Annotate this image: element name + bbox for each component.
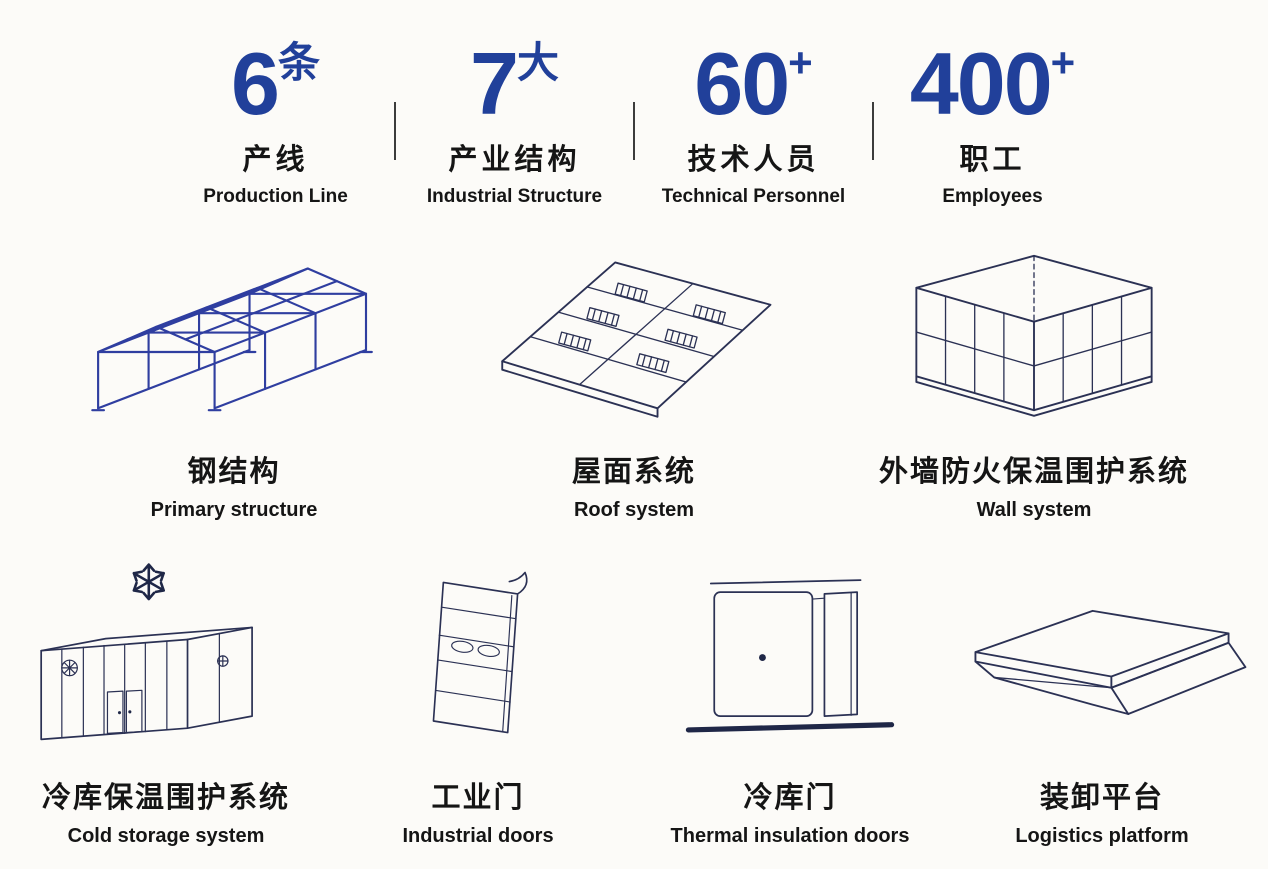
stat-label-en: Industrial Structure (426, 186, 603, 207)
product-label-en: Thermal insulation doors (670, 825, 910, 847)
stat-industrial-structure: 7大 产业结构 Industrial Structure (402, 40, 627, 208)
product-label-en: Primary structure (150, 499, 318, 521)
stat-number: 60+ (641, 40, 866, 128)
stat-label-cn: 技术人员 (687, 144, 820, 176)
stat-label-cn: 职工 (959, 144, 1026, 176)
divider (394, 102, 396, 160)
product-industrial-door: 工业门 Industrial doors (322, 556, 634, 848)
stat-number: 7大 (402, 40, 627, 128)
stat-label-en: Employees (942, 186, 1043, 207)
product-grid-row-1: 钢结构 Primary structure (0, 236, 1268, 522)
product-label-cn: 冷库保温围护系统 (41, 782, 290, 814)
stat-label-en: Production Line (203, 186, 348, 207)
stat-employees: 400+ 职工 Employees (880, 40, 1105, 208)
product-label-en: Logistics platform (1015, 825, 1189, 847)
stat-number-value: 400 (909, 34, 1053, 133)
product-grid-row-2: 冷库保温围护系统 Cold storage system (0, 556, 1268, 848)
product-steel-structure: 钢结构 Primary structure (34, 236, 434, 522)
product-insulation-door: 冷库门 Thermal insulation doors (634, 556, 946, 848)
product-label-en: Wall system (976, 499, 1092, 521)
stat-number-suffix: 大 (516, 39, 559, 86)
stat-number-value: 60 (694, 34, 790, 133)
stat-number-value: 7 (470, 34, 519, 133)
product-loading-platform: 装卸平台 Logistics platform (946, 556, 1258, 848)
product-label-cn: 屋面系统 (571, 456, 696, 488)
product-label-cn: 工业门 (431, 782, 525, 814)
product-label-cn: 外墙防火保温围护系统 (878, 456, 1189, 488)
stat-technical-personnel: 60+ 技术人员 Technical Personnel (641, 40, 866, 208)
product-label-en: Industrial doors (402, 825, 554, 847)
product-label-en: Cold storage system (67, 825, 265, 847)
divider (633, 102, 635, 160)
divider (872, 102, 874, 160)
product-wall-system: 外墙防火保温围护系统 Wall system (834, 236, 1234, 522)
product-label-cn: 装卸平台 (1039, 782, 1164, 814)
snowflake-icon (132, 563, 165, 601)
stat-number: 400+ (880, 40, 1105, 128)
stat-label-en: Technical Personnel (661, 186, 846, 207)
product-roof-system: 屋面系统 Roof system (434, 236, 834, 522)
stat-label-cn: 产线 (242, 144, 309, 176)
product-label-cn: 钢结构 (187, 456, 281, 488)
industrial-door-icon (322, 556, 634, 754)
insulation-door-icon (634, 556, 946, 754)
roof-system-icon (434, 236, 834, 428)
wall-system-icon (834, 236, 1234, 428)
loading-platform-icon (946, 556, 1258, 754)
stat-number-suffix: + (1050, 39, 1076, 86)
steel-structure-icon (34, 236, 434, 428)
product-label-cn: 冷库门 (743, 782, 837, 814)
stat-number-suffix: + (788, 39, 813, 86)
stat-number-suffix: 条 (277, 39, 320, 86)
cold-storage-icon (10, 556, 322, 754)
product-label-en: Roof system (573, 499, 695, 521)
stat-number: 6条 (163, 40, 388, 128)
stat-label-cn: 产业结构 (448, 144, 581, 176)
product-cold-storage: 冷库保温围护系统 Cold storage system (10, 556, 322, 848)
stat-production-lines: 6条 产线 Production Line (163, 40, 388, 208)
stats-row: 6条 产线 Production Line 7大 产业结构 Industrial… (0, 0, 1268, 208)
stat-number-value: 6 (231, 34, 280, 133)
